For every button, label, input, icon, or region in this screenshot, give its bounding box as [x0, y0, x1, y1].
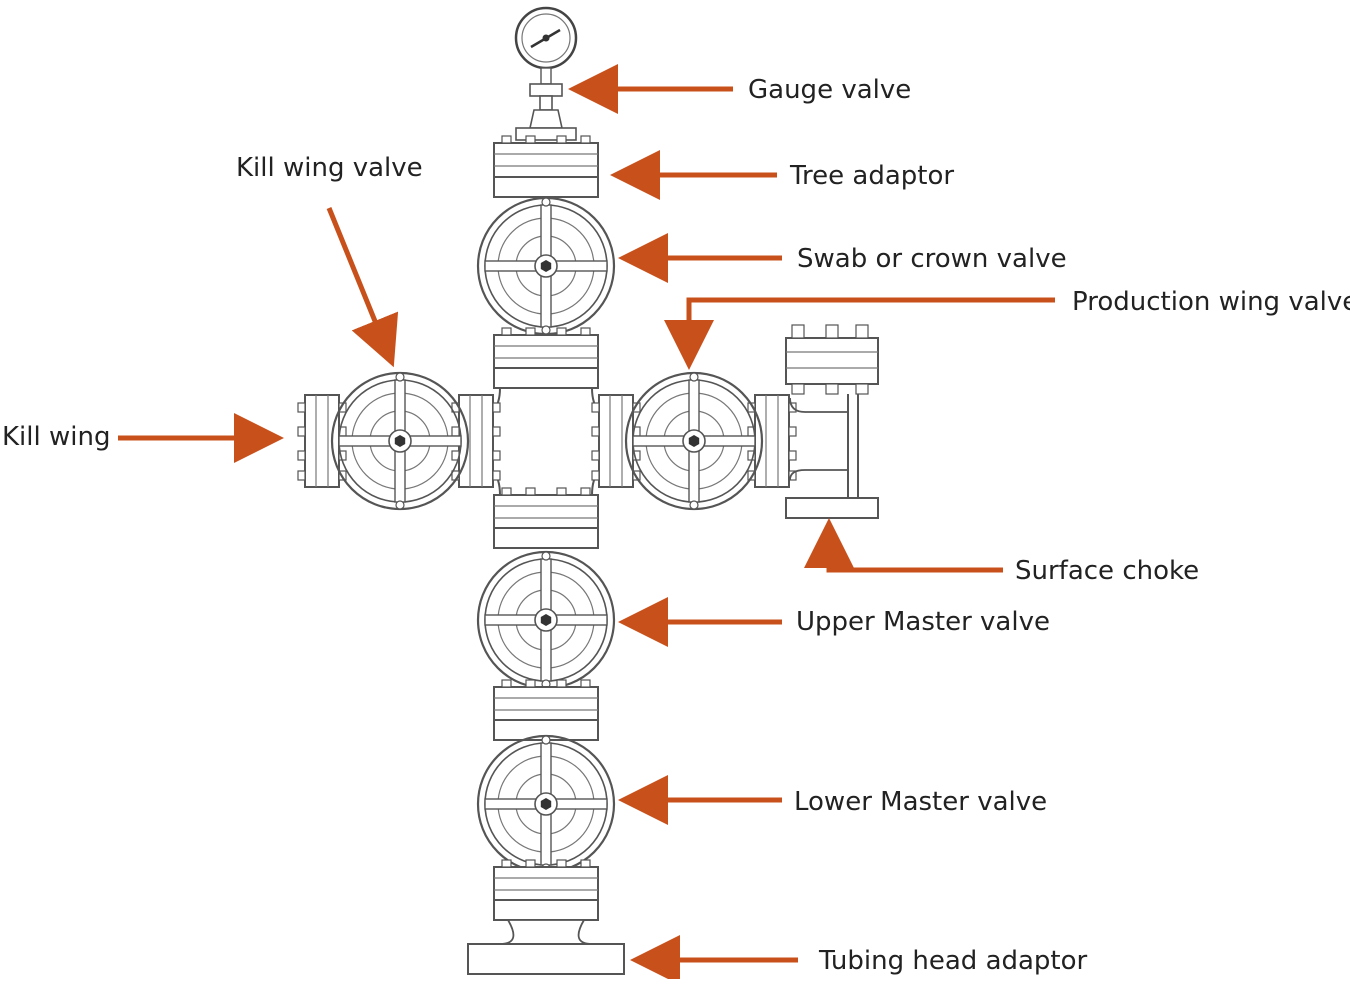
- kill-wing-assembly: [297, 371, 501, 511]
- tree-adaptor-flange: [493, 135, 599, 198]
- production-wing-assembly: [591, 371, 797, 511]
- arrow-production-wing-valve: [664, 297, 1055, 370]
- label-production-wing-valve: Production wing valve: [1072, 287, 1350, 317]
- upper-cross-flange: [493, 327, 599, 389]
- arrow-surface-choke: [804, 518, 1003, 573]
- gauge-valve-body: [515, 83, 577, 141]
- lower-master-valve-handwheel: [476, 734, 616, 874]
- label-gauge-valve: Gauge valve: [748, 75, 912, 105]
- surface-choke-assembly: [785, 324, 879, 519]
- upper-master-valve-handwheel: [476, 550, 616, 690]
- label-tree-adaptor: Tree adaptor: [790, 161, 955, 191]
- tubing-head-adaptor-body: [467, 859, 625, 975]
- label-kill-wing-valve: Kill wing valve: [236, 153, 423, 183]
- label-upper-master-valve: Upper Master valve: [796, 607, 1050, 637]
- swab-valve-handwheel: [476, 196, 616, 336]
- pressure-gauge-icon: [514, 6, 578, 85]
- label-kill-wing: Kill wing: [2, 422, 111, 452]
- master-valve-flange: [493, 679, 599, 741]
- label-swab-or-crown-valve: Swab or crown valve: [797, 244, 1067, 274]
- label-lower-master-valve: Lower Master valve: [794, 787, 1048, 817]
- arrow-kill-wing-valve: [326, 207, 399, 368]
- label-tubing-head-adaptor: Tubing head adaptor: [819, 946, 1088, 976]
- label-surface-choke: Surface choke: [1015, 556, 1200, 586]
- lower-cross-flange: [493, 487, 599, 549]
- annotation-arrows: [118, 64, 1055, 984]
